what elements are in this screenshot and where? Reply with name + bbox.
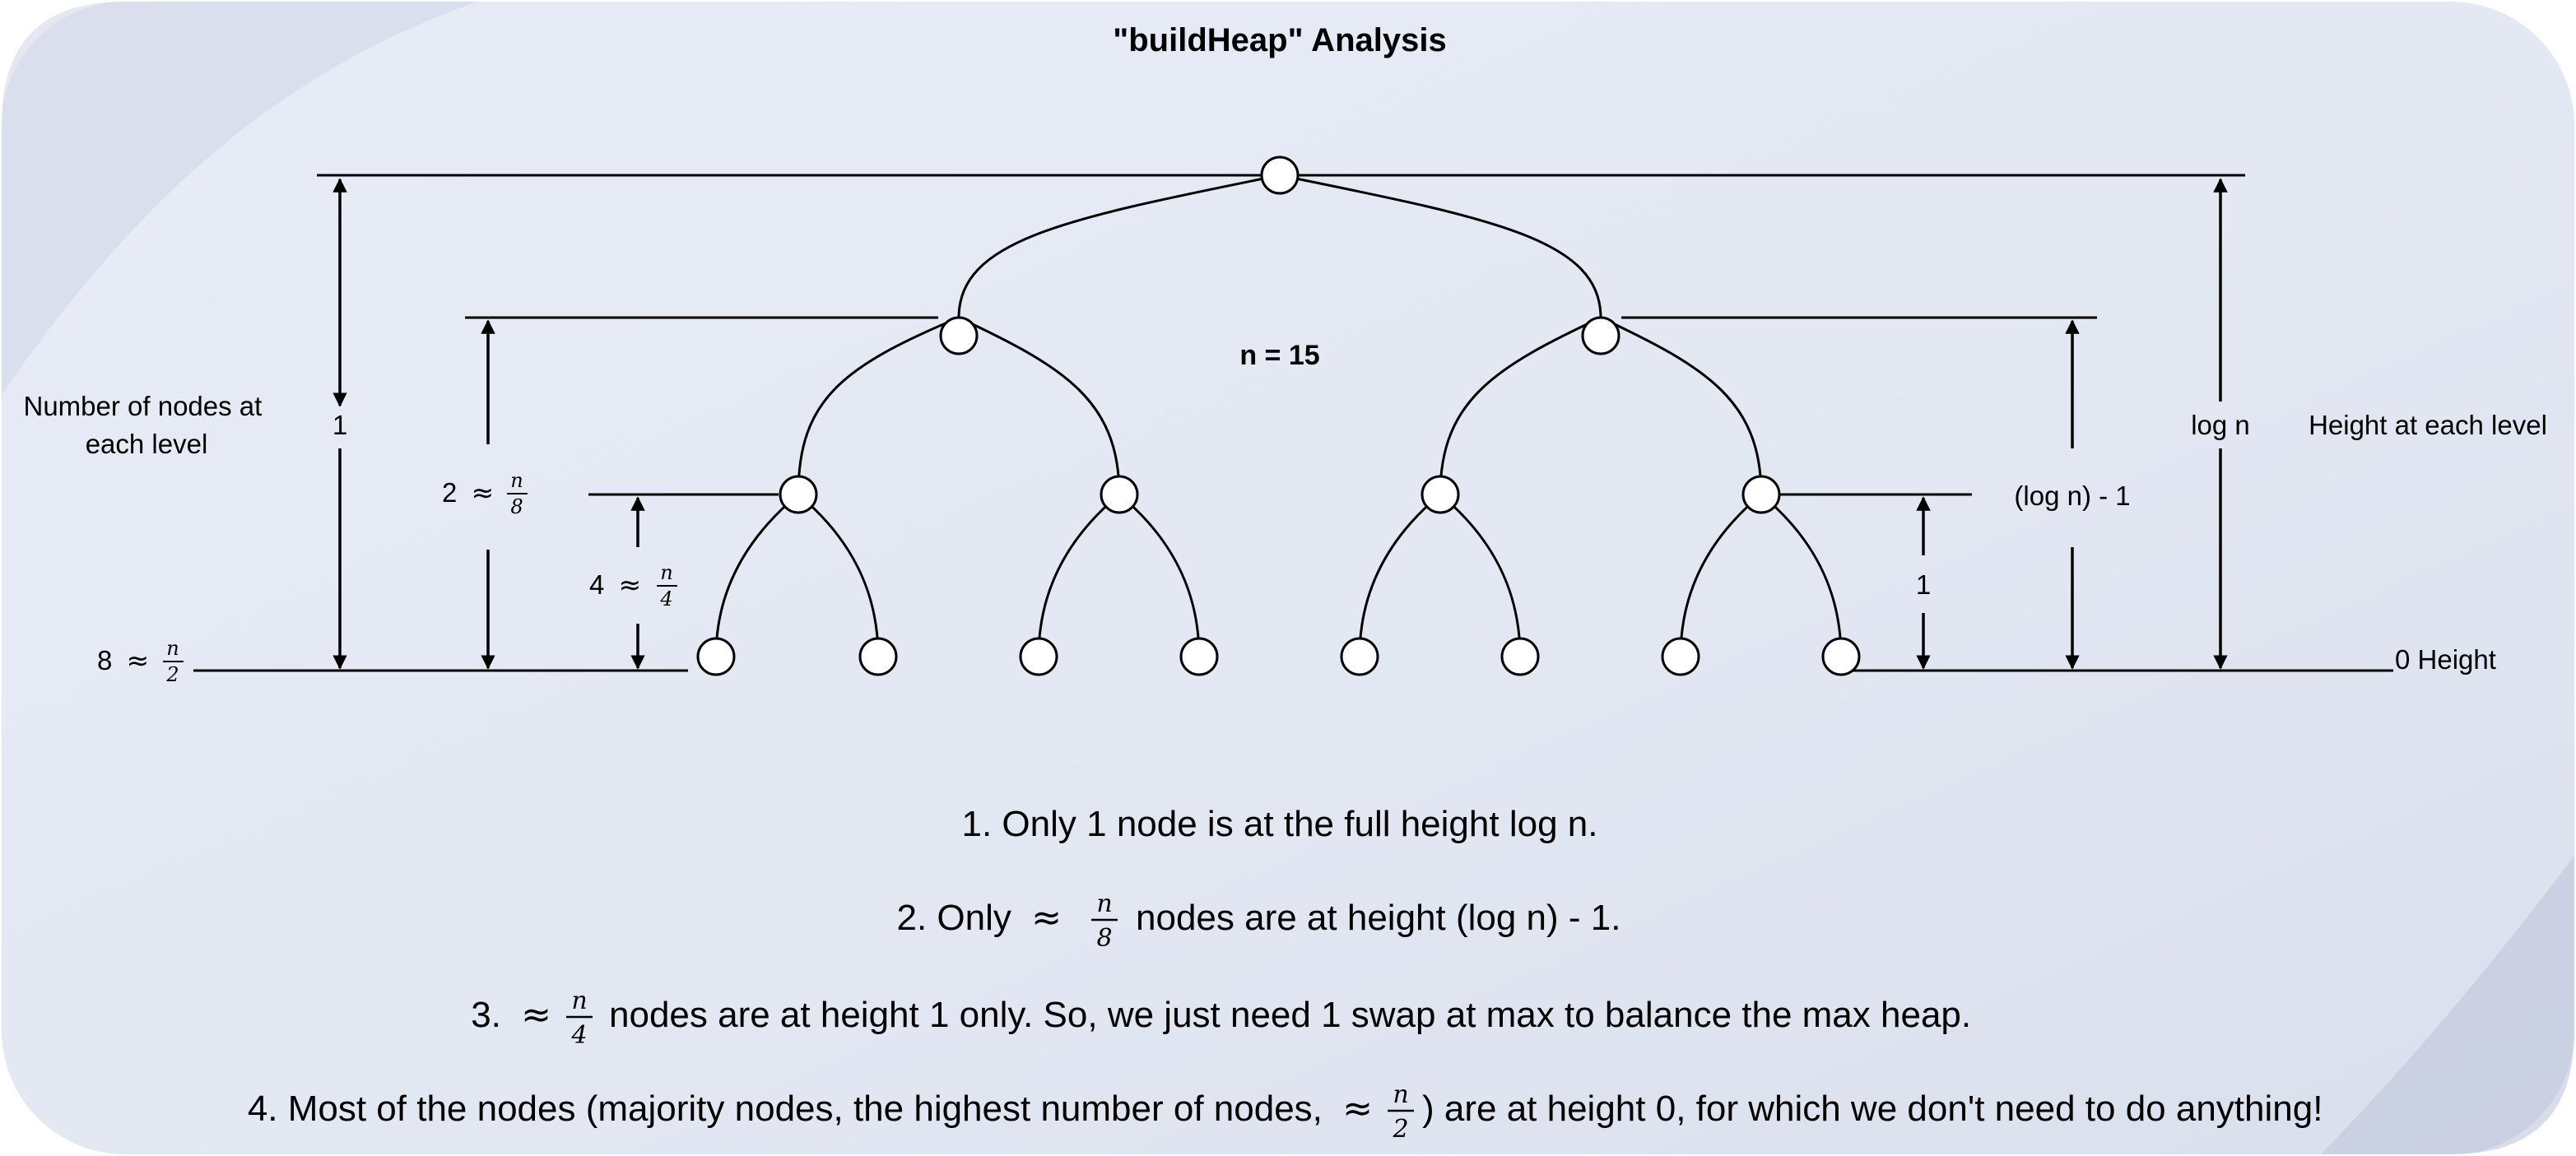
level3-approx-symbol: ≈ [127,644,150,676]
edge [1679,493,1762,657]
edge [797,316,960,495]
left-dimension-arrows [332,178,645,670]
note-3-frac-den: 4 [570,1021,587,1050]
svg-text:4. Most of the nodes (majority: 4. Most of the nodes (majority nodes, th… [248,1088,1373,1130]
note-4: 4. Most of the nodes (majority nodes, th… [248,1080,2323,1144]
note-2-pre: 2. Only [897,898,1011,938]
note-1: 1. Only 1 node is at the full height log… [962,804,1598,844]
tree-node [1741,475,1781,514]
note-2-frac-den: 8 [1096,924,1112,953]
height-bottom-label: 0 Height [2395,644,2496,675]
tree-node-leaf [1340,637,1379,676]
edge [958,316,1121,495]
tree-edges [714,174,1843,657]
tree-node-leaf [696,637,736,676]
tree-node [1100,475,1139,514]
tree-node-leaf [1179,637,1219,676]
level-guide-lines [193,174,2393,672]
right-heading: Height at each level [2309,410,2547,440]
edge [1279,174,1602,318]
svg-text:3. ≈: 3. ≈ [471,994,551,1036]
tree-node-leaf [1661,637,1700,676]
svg-text:2 ≈: 2 ≈ [442,476,494,508]
edge [1760,493,1843,657]
note-3-post: nodes are at height 1 only. So, we just … [609,995,1971,1035]
height-third-label: 1 [1916,569,1931,600]
edge [1600,316,1763,495]
note-4-pre: 4. Most of the nodes (majority nodes, th… [248,1089,1323,1129]
note-4-frac-den: 2 [1392,1115,1408,1144]
right-dimension-arrows [1916,178,2228,670]
edge [1037,493,1120,657]
tree-nodes [696,156,1861,676]
tree-node-leaf [1019,637,1058,676]
note-4-post: ) are at height 0, for which we don't ne… [1422,1089,2323,1129]
level1-count-value: 2 [442,477,457,508]
edge [1439,316,1602,495]
tree-node-leaf [1500,637,1540,676]
tree-node-leaf [1821,637,1861,676]
node-count-label: n = 15 [1239,340,1319,371]
level1-count: 2 ≈ n 8 [442,469,528,518]
tree-node [939,316,979,355]
level2-frac-den: 4 [659,587,672,610]
level2-frac-num: n [660,561,672,584]
note-2: 2. Only ≈ n 8 nodes are at height (log n… [897,889,1621,953]
edge [957,174,1281,318]
svg-text:4 ≈: 4 ≈ [589,569,641,601]
note-2-approx: ≈ [1031,897,1062,939]
tree-node [779,475,818,514]
level3-frac-den: 2 [165,663,179,686]
note-4-frac-num: n [1393,1080,1408,1109]
svg-text:2. Only ≈: 2. Only ≈ [897,897,1062,939]
edge [1439,493,1522,657]
edge [797,493,880,657]
level1-frac-num: n [510,469,523,492]
svg-text:8 ≈: 8 ≈ [97,644,149,676]
note-3: 3. ≈ n 4 nodes are at height 1 only. So,… [471,987,1971,1050]
level3-count: 8 ≈ n 2 [97,637,184,686]
note-3-pre: 3. [471,995,501,1035]
tree-node-leaf [858,637,898,676]
tree-node-root [1260,156,1300,195]
level3-count-value: 8 [97,645,112,675]
note-3-approx: ≈ [521,994,551,1036]
left-heading-line2: each level [86,429,208,459]
note-4-approx: ≈ [1342,1088,1373,1130]
left-heading: Number of nodes at each level [23,391,269,459]
edge [1358,493,1441,657]
level2-approx-symbol: ≈ [619,569,642,601]
edge [714,493,799,657]
edge [1118,493,1201,657]
height-second-label: (log n) - 1 [2014,481,2130,511]
left-heading-line1: Number of nodes at [23,391,262,421]
level0-count: 1 [332,410,347,440]
height-top-label: log n [2191,410,2250,440]
note-3-frac-num: n [571,987,587,1015]
note-2-post: nodes are at height (log n) - 1. [1136,898,1620,938]
note-2-frac-num: n [1096,889,1112,918]
level3-frac-num: n [166,637,179,660]
tree-node [1421,475,1460,514]
level1-approx-symbol: ≈ [472,476,495,508]
diagram-title: "buildHeap" Analysis [1113,22,1446,58]
analysis-notes: 1. Only 1 node is at the full height log… [248,804,2323,1144]
level1-frac-den: 8 [510,495,523,518]
level2-count-value: 4 [589,569,604,600]
tree-node [1581,316,1620,355]
level2-count: 4 ≈ n 4 [589,561,677,610]
